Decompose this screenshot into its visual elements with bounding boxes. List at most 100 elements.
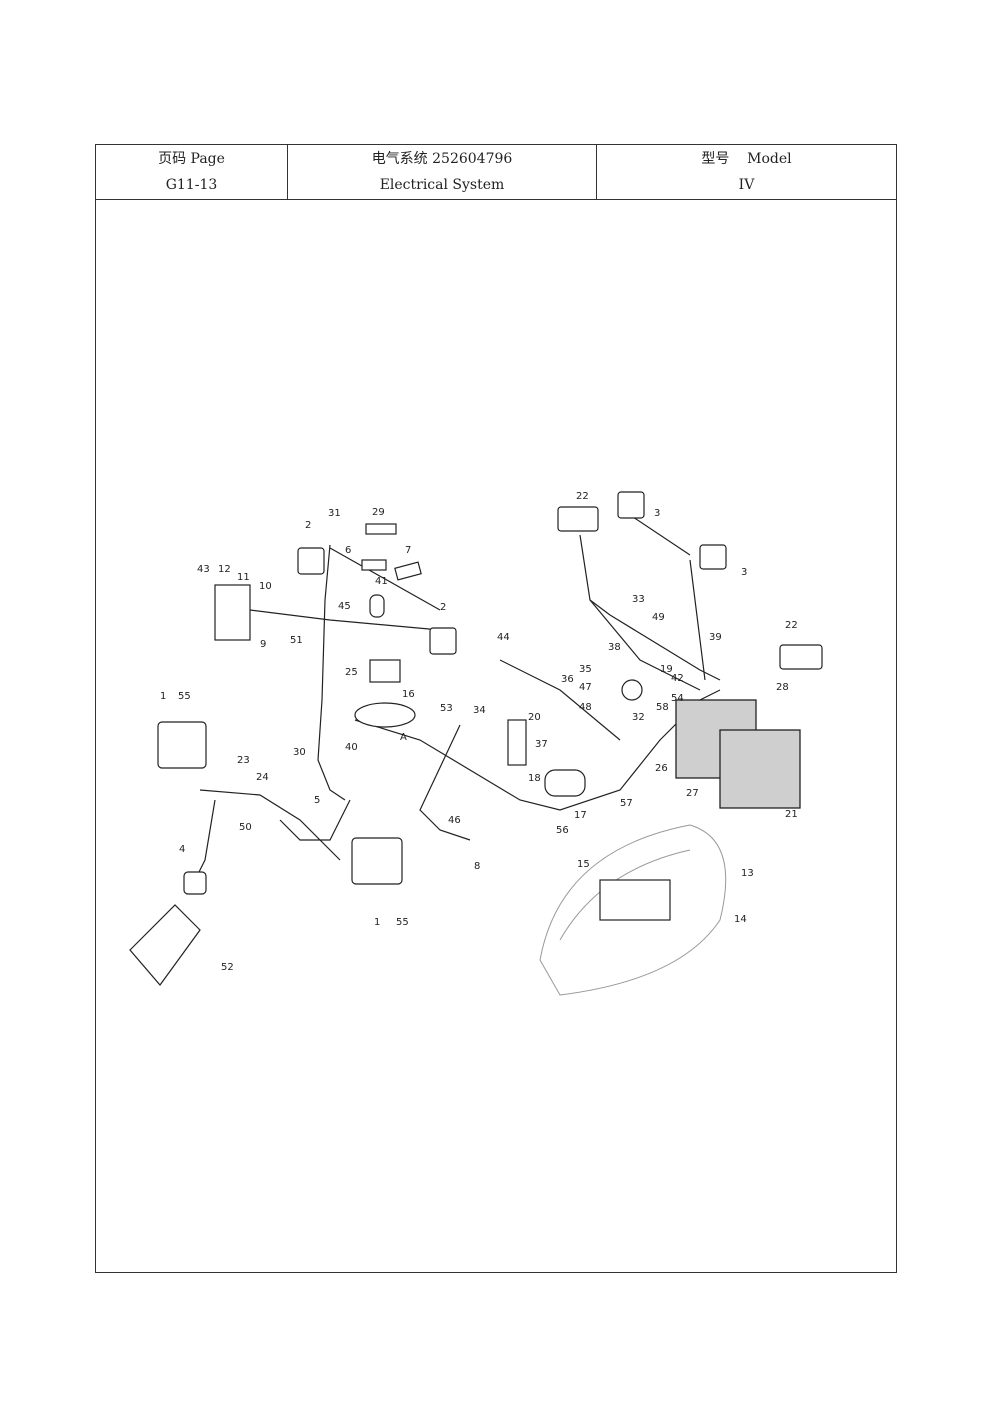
callout: 32 xyxy=(632,712,645,723)
callout: 25 xyxy=(345,667,358,678)
callout: 5 xyxy=(314,795,320,806)
callout: 19 xyxy=(660,664,673,675)
callout: 52 xyxy=(221,962,234,973)
callout: 23 xyxy=(237,755,250,766)
system-label: 电气系统 252604796 xyxy=(371,151,513,167)
callout: 24 xyxy=(256,772,269,783)
part-wiper-52 xyxy=(129,904,201,986)
callout: 22 xyxy=(576,491,589,502)
model-value: IV xyxy=(738,177,755,193)
callout: 18 xyxy=(528,773,541,784)
callout: 1 xyxy=(160,691,166,702)
callout: 46 xyxy=(448,815,461,826)
callout: 44 xyxy=(497,632,510,643)
page-value: G11-13 xyxy=(165,177,218,193)
callout: 3 xyxy=(741,567,747,578)
harness-upper xyxy=(249,547,471,841)
part-fuse-strip-29 xyxy=(365,523,397,535)
callout: 48 xyxy=(579,702,592,713)
callout: 13 xyxy=(741,868,754,879)
callout: 27 xyxy=(686,788,699,799)
callout: 22 xyxy=(785,620,798,631)
callout: 10 xyxy=(259,581,272,592)
callout: 50 xyxy=(239,822,252,833)
system-cell: 电气系统 252604796 Electrical System xyxy=(288,145,597,199)
system-value: Electrical System xyxy=(379,177,505,193)
callout: 8 xyxy=(474,861,480,872)
callout: 28 xyxy=(776,682,789,693)
callout: 42 xyxy=(671,673,684,684)
part-lamp-3-right xyxy=(699,544,727,570)
callout: 4 xyxy=(179,844,185,855)
part-switch-7 xyxy=(394,561,422,581)
callout: 15 xyxy=(577,859,590,870)
part-battery-21 xyxy=(719,729,801,809)
part-lamp-2-right xyxy=(429,627,457,655)
callout: 41 xyxy=(375,576,388,587)
callout: 55 xyxy=(178,691,191,702)
header-table: 页码 Page G11-13 电气系统 252604796 Electrical… xyxy=(96,145,896,200)
document-frame: 页码 Page G11-13 电气系统 252604796 Electrical… xyxy=(95,144,897,1273)
callout: 16 xyxy=(402,689,415,700)
part-dash-cluster-14 xyxy=(599,879,671,921)
part-motor-17 xyxy=(544,769,586,797)
callout: 35 xyxy=(579,664,592,675)
callout: 3 xyxy=(654,508,660,519)
part-relay-41 xyxy=(361,559,387,571)
part-steering-wheel-16 xyxy=(354,702,416,728)
callout: 49 xyxy=(652,612,665,623)
callout: 54 xyxy=(671,693,684,704)
callout: 29 xyxy=(372,507,385,518)
part-lamp-1-55-bottom xyxy=(351,837,403,885)
callout: A xyxy=(400,732,407,743)
part-box-25 xyxy=(369,659,401,683)
callout: 53 xyxy=(440,703,453,714)
callout: 51 xyxy=(290,635,303,646)
callout: 6 xyxy=(345,545,351,556)
part-sensor-4 xyxy=(183,871,207,895)
part-lamp-3-top xyxy=(617,491,645,519)
callout: 36 xyxy=(561,674,574,685)
callout: 38 xyxy=(608,642,621,653)
part-lamp-22-right xyxy=(779,644,823,670)
callout: 26 xyxy=(655,763,668,774)
callout: 20 xyxy=(528,712,541,723)
callout: 43 xyxy=(197,564,210,575)
page-cell: 页码 Page G11-13 xyxy=(96,145,288,199)
part-lamp-1-55-left xyxy=(157,721,207,769)
callout: 55 xyxy=(396,917,409,928)
callout: 47 xyxy=(579,682,592,693)
callout: 9 xyxy=(260,639,266,650)
callout: 17 xyxy=(574,810,587,821)
page-label: 页码 Page xyxy=(158,151,225,167)
callout: 56 xyxy=(556,825,569,836)
callout: 39 xyxy=(709,632,722,643)
callout: 21 xyxy=(785,809,798,820)
harness-top xyxy=(579,514,721,681)
harness-front xyxy=(194,789,351,881)
part-panel-9 xyxy=(214,584,251,641)
part-lamp-2-left xyxy=(297,547,325,575)
part-controller-37 xyxy=(507,719,527,766)
callout: 40 xyxy=(345,742,358,753)
callout: 33 xyxy=(632,594,645,605)
callout: 34 xyxy=(473,705,486,716)
callout: 2 xyxy=(440,602,446,613)
model-label: 型号 Model xyxy=(701,151,792,167)
callout: 1 xyxy=(374,917,380,928)
callout: 30 xyxy=(293,747,306,758)
model-cell: 型号 Model IV xyxy=(597,145,896,199)
callout: 14 xyxy=(734,914,747,925)
callout: 31 xyxy=(328,508,341,519)
callout: 58 xyxy=(656,702,669,713)
callout: 11 xyxy=(237,572,250,583)
part-lamp-22-left xyxy=(557,506,599,532)
callout: 57 xyxy=(620,798,633,809)
callout: 12 xyxy=(218,564,231,575)
part-beacon-45 xyxy=(369,594,385,618)
harness-rear xyxy=(499,559,706,741)
callout: 7 xyxy=(405,545,411,556)
part-horn-19 xyxy=(621,679,643,701)
callout: 2 xyxy=(305,520,311,531)
